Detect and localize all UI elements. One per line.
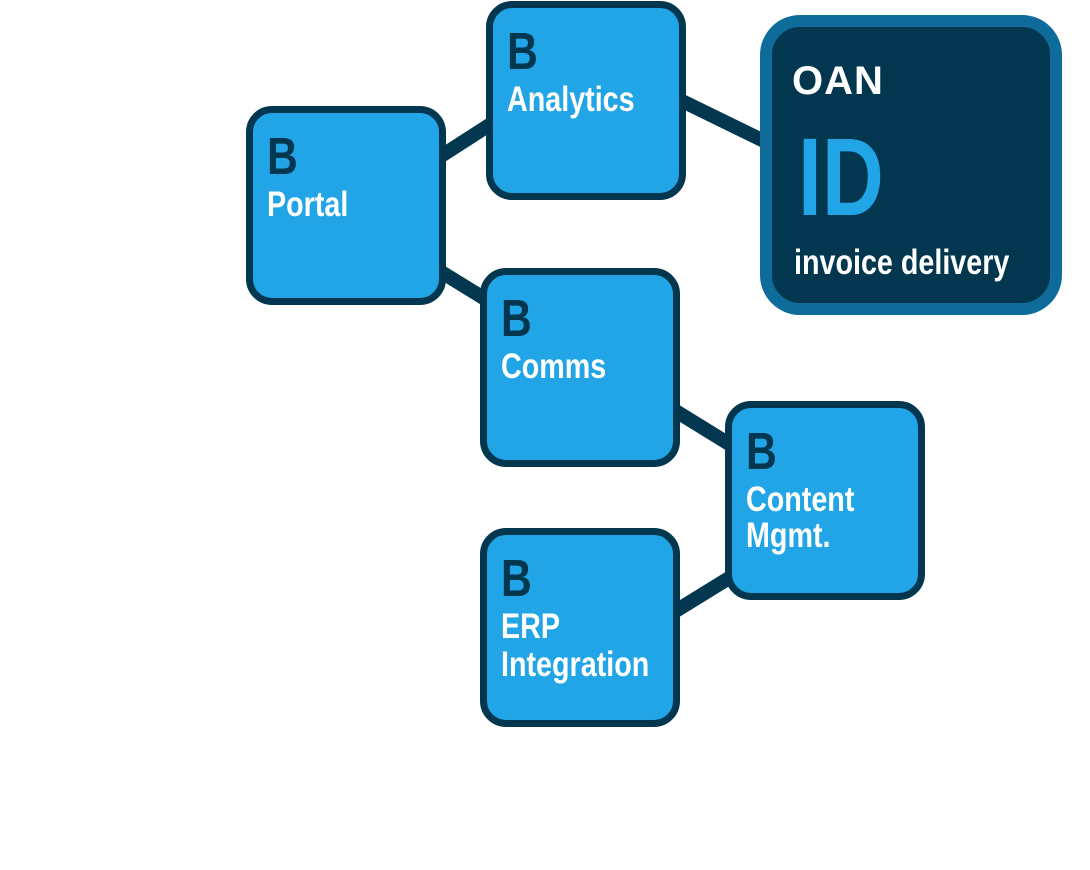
node-badge: B xyxy=(501,290,532,348)
node-comms[interactable]: B Comms xyxy=(480,268,680,467)
node-label: Portal xyxy=(267,185,349,224)
node-label: Comms xyxy=(501,347,607,386)
node-badge: B xyxy=(501,550,532,608)
node-badge: B xyxy=(746,423,777,481)
link-portal-analytics xyxy=(434,116,498,164)
node-portal[interactable]: B Portal xyxy=(246,106,446,305)
node-badge: B xyxy=(267,128,298,186)
node-badge: B xyxy=(507,23,538,81)
oan-code: ID xyxy=(798,116,884,239)
node-label: Content xyxy=(746,480,855,519)
node-analytics[interactable]: B Analytics xyxy=(486,1,686,200)
node-label: Analytics xyxy=(507,80,635,119)
link-comms-content xyxy=(670,404,738,453)
node-label: ERP xyxy=(501,607,561,646)
oan-label: invoice delivery xyxy=(794,243,1010,282)
node-erp-integration[interactable]: B ERP Integration xyxy=(480,528,680,727)
link-analytics-oan xyxy=(676,93,770,149)
node-label-line2: Mgmt. xyxy=(746,516,831,555)
oan-title: OAN xyxy=(792,59,884,103)
node-label-line2: Integration xyxy=(501,645,650,684)
node-content-mgmt[interactable]: B Content Mgmt. xyxy=(725,401,925,600)
node-oan-invoice-delivery[interactable]: OAN ID invoice delivery xyxy=(760,15,1062,315)
link-content-erp xyxy=(670,569,738,618)
